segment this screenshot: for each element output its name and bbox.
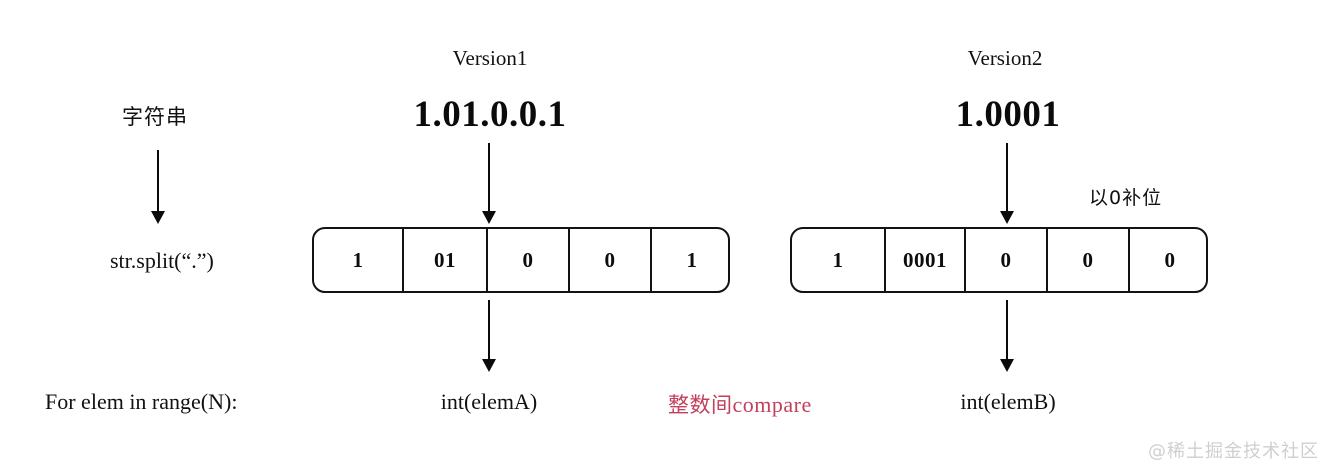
version2-value: 1.0001 [955,94,1061,135]
arrow-box2-to-result [995,300,1019,372]
version2-cell-3: 0 [1048,229,1130,291]
integer-compare-note: 整数间compare [668,389,812,419]
watermark: @稀土掘金技术社区 [1148,441,1319,462]
version2-split-box: 1 0001 0 0 0 [790,227,1208,293]
version2-cell-4: 0 [1164,247,1176,272]
version1-value: 1.01.0.0.1 [413,94,567,135]
integer-compare-note-latin: compare [732,392,812,417]
pad-with-zero-note: 以0补位 [1089,187,1163,209]
version1-cell-3: 0 [570,229,652,291]
version2-cell-0: 1 [792,229,886,291]
version2-cell-1: 0001 [886,229,966,291]
integer-compare-note-cjk: 整数间 [668,393,733,417]
arrow-version1-to-box [477,143,501,224]
string-row-label: 字符串 [122,105,188,129]
arrow-box1-to-result [477,300,501,372]
version1-cell-4: 1 [686,247,698,272]
version2-cell-2: 0 [966,229,1048,291]
version2-result-label: int(elemB) [960,389,1056,414]
loop-row-label: For elem in range(N): [45,389,238,414]
arrow-version2-to-box [995,143,1019,224]
version1-cell-0: 1 [314,229,404,291]
version1-cell-2: 0 [488,229,570,291]
version1-title: Version1 [452,46,528,70]
arrow-string-to-split [146,150,170,224]
version1-result-label: int(elemA) [440,389,538,414]
version1-cell-1: 01 [404,229,488,291]
version1-split-box: 1 01 0 0 1 [312,227,730,293]
split-row-label: str.split(“.”) [110,248,214,273]
version2-title: Version2 [967,46,1043,70]
